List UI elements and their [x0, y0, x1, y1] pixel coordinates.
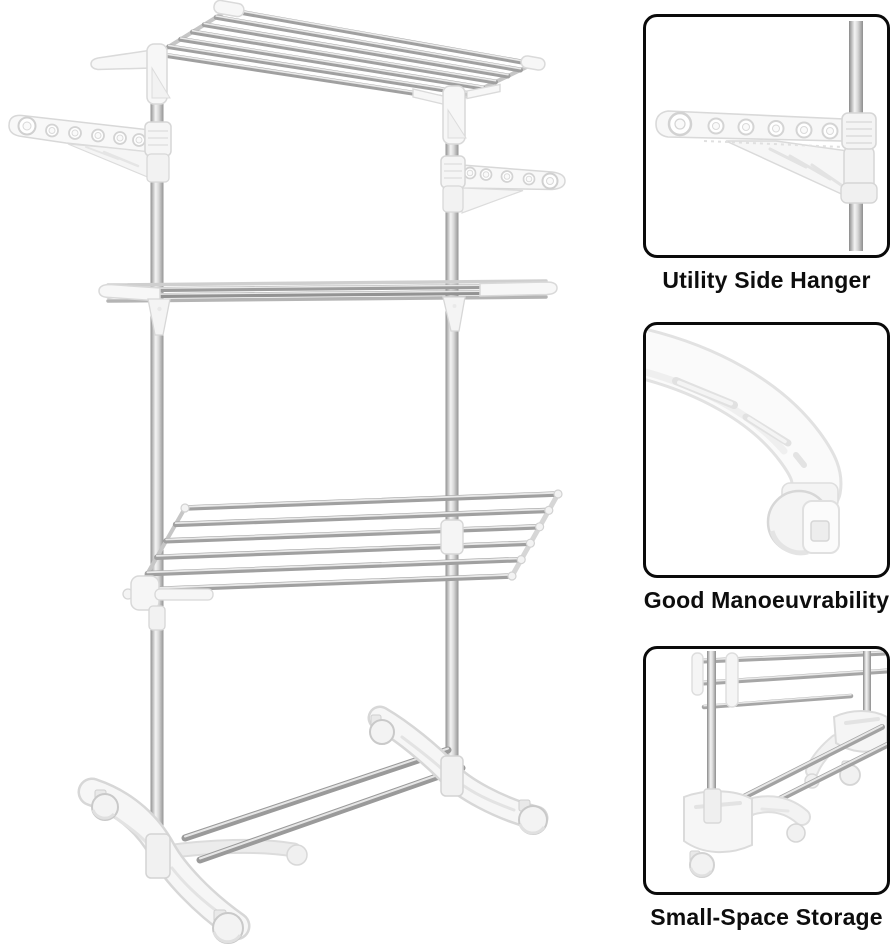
- rear-corner-cap-left: [213, 0, 245, 18]
- left-foot: [77, 777, 251, 944]
- folded-shelf-strip: [691, 652, 704, 696]
- right-pole-socket: [440, 755, 464, 797]
- callout-utility-side-hanger: Utility Side Hanger: [643, 14, 890, 293]
- hanger-brace: [725, 140, 849, 199]
- drying-rack-illustration: [8, 0, 566, 944]
- right-foot: [367, 705, 549, 835]
- callout-caption-folded-base: Small-Space Storage: [650, 904, 883, 930]
- shelf-pole-mount-left: [148, 605, 166, 631]
- left-side-hanger: [8, 114, 172, 183]
- right-side-hanger: [440, 155, 566, 214]
- caster-wheel: [766, 482, 840, 556]
- folded-base-detail-icon: [683, 650, 887, 878]
- vertical-poles: [150, 50, 459, 876]
- caster-wheel: [689, 852, 715, 878]
- caster-wheel-right-rear: [369, 719, 395, 745]
- rear-corner-cap-right: [520, 55, 546, 71]
- callout-caption-side-hanger: Utility Side Hanger: [662, 267, 871, 293]
- corner-brace-left: [147, 298, 171, 336]
- base-cross-rails: [181, 746, 466, 864]
- callout-small-space-storage: Small-Space Storage: [643, 646, 890, 930]
- caster-wheel-rear-left: [286, 844, 308, 866]
- rear-pole: [863, 651, 871, 727]
- wheel-lock-tab: [810, 520, 830, 542]
- bottom-drying-shelf: [122, 489, 563, 631]
- hanger-holes: [463, 166, 559, 190]
- callout-box-side-hanger: [643, 14, 890, 258]
- callout-good-manoeuvrability: Good Manoeuvrability: [643, 322, 890, 613]
- hanger-pole-mount: [146, 153, 170, 183]
- shelf-rod-end-caps: [180, 489, 563, 581]
- hanger-pole-clamp: [144, 121, 172, 157]
- callout-box-folded-base: [643, 646, 890, 895]
- leg-arm: [646, 327, 843, 515]
- folded-shelf-strip: [725, 652, 739, 708]
- hanger-holes: [667, 111, 839, 140]
- product-photo-drying-rack: [8, 0, 566, 944]
- shelf-rods: [135, 491, 561, 593]
- front-foot: [683, 788, 811, 878]
- right-pole: [445, 94, 459, 796]
- front-pole: [707, 651, 716, 819]
- hanger-pole-mount: [442, 185, 464, 213]
- callout-caption-caster-wheel: Good Manoeuvrability: [643, 587, 890, 613]
- left-pole-socket: [145, 833, 171, 879]
- caster-wheel: [786, 823, 806, 843]
- shelf-rods: [154, 7, 536, 103]
- callout-box-caster-wheel: [643, 322, 890, 578]
- hanger-holes: [17, 116, 146, 147]
- side-hanger-detail-icon: [655, 21, 878, 251]
- hanger-pole-clamp: [440, 155, 466, 189]
- left-pole: [150, 50, 164, 876]
- top-drying-shelf: [90, 0, 546, 145]
- pole-mount-foot: [840, 182, 878, 204]
- caster-wheel-front-left-rear: [91, 793, 119, 821]
- hanger-brace: [461, 187, 524, 214]
- fold-arm-right: [479, 281, 558, 297]
- fold-arm-left: [98, 283, 161, 302]
- top-corner-bracket-left: [90, 43, 171, 105]
- middle-drying-shelf: [98, 279, 558, 336]
- shelf-corner-arm-left: [154, 588, 214, 601]
- caster-wheel-detail-icon: [646, 327, 843, 556]
- pole-socket: [703, 788, 722, 824]
- shelf-pole-clamp-right: [440, 519, 464, 555]
- top-corner-bracket-right: [412, 83, 501, 145]
- corner-brace-right: [442, 296, 466, 332]
